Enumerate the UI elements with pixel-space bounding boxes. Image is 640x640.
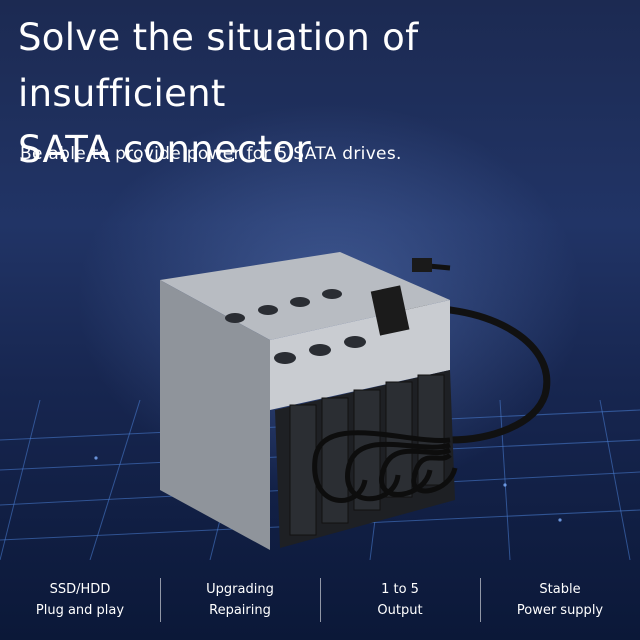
feature-item: SSD/HDD Plug and play: [0, 570, 160, 630]
drive-cage-product-image: [160, 252, 551, 550]
feature-subtitle: Power supply: [516, 603, 604, 618]
feature-title: 1 to 5: [381, 582, 419, 597]
feature-title: Stable: [539, 582, 581, 597]
feature-title: Upgrading: [206, 582, 274, 597]
feature-item: 1 to 5 Output: [320, 570, 480, 630]
headline-line-2: SATA connector: [18, 128, 311, 171]
feature-subtitle: Repairing: [209, 603, 271, 618]
feature-strip: SSD/HDD Plug and play Upgrading Repairin…: [0, 570, 640, 630]
feature-subtitle: Output: [377, 603, 423, 618]
feature-title: SSD/HDD: [49, 582, 111, 597]
feature-subtitle: Plug and play: [35, 603, 125, 618]
feature-item: Stable Power supply: [480, 570, 640, 630]
headline: Solve the situation of insufficient SATA…: [18, 10, 628, 178]
subheadline: Be able to provide power for 5 SATA driv…: [20, 144, 402, 164]
feature-item: Upgrading Repairing: [160, 570, 320, 630]
headline-line-1: Solve the situation of insufficient: [18, 16, 419, 115]
